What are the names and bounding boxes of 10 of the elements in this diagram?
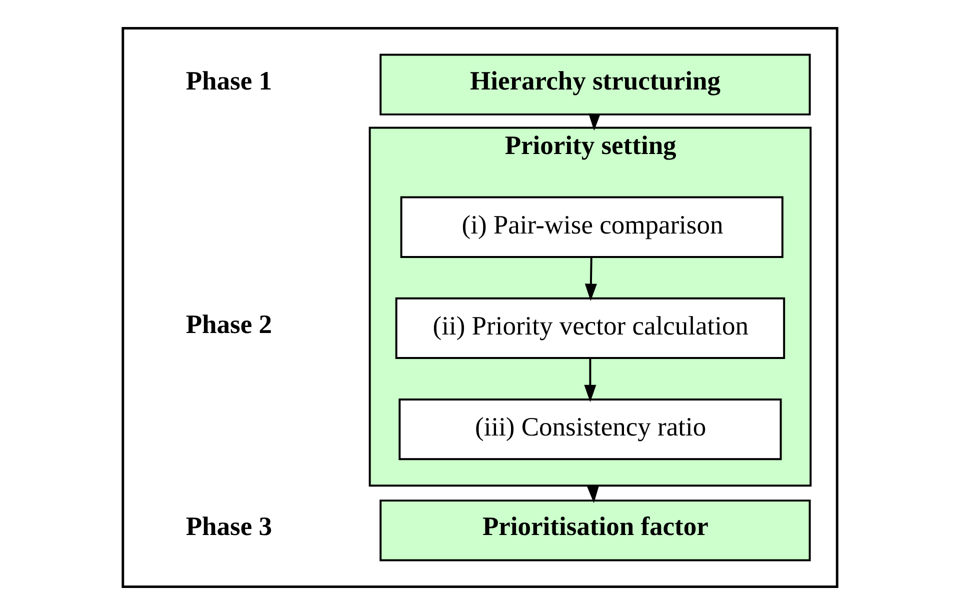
label: Phase 1 bbox=[185, 65, 272, 96]
arrow bbox=[584, 358, 596, 402]
node-box: (ii) Priority vector calculation bbox=[394, 297, 785, 360]
node-box: (iii) Consistency ratio bbox=[398, 398, 782, 460]
node-box: Prioritisation factor bbox=[379, 500, 810, 562]
node-box: (i) Pair-wise comparison bbox=[400, 196, 783, 258]
cluster bbox=[121, 27, 838, 588]
label: Phase 3 bbox=[185, 511, 272, 542]
label: Phase 2 bbox=[185, 308, 272, 339]
arrow bbox=[584, 257, 596, 302]
